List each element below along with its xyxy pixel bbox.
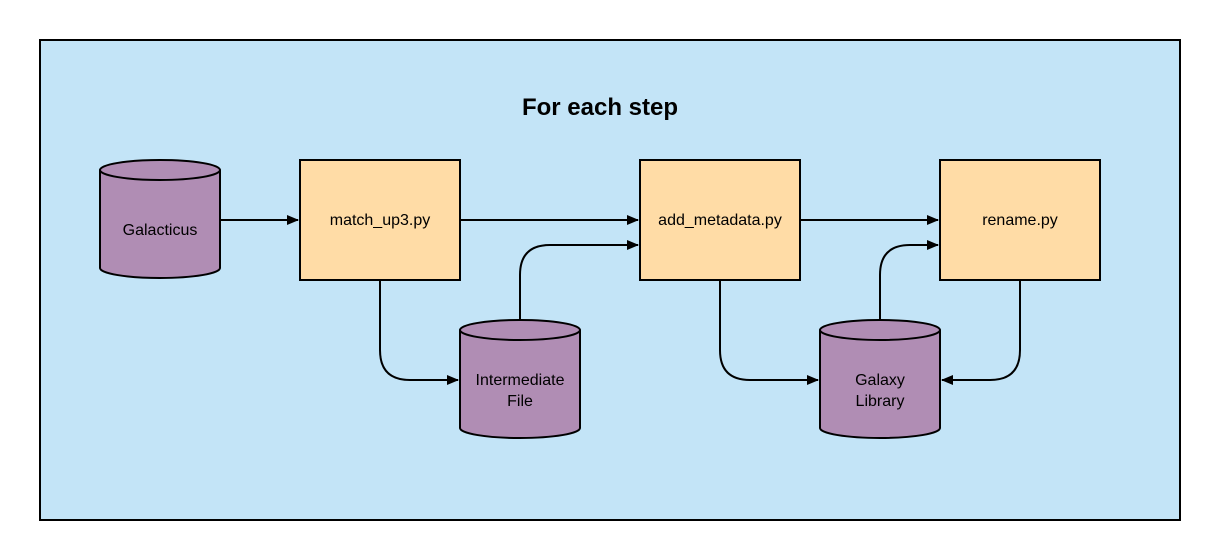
- galacticus-cylinder-top: [99, 159, 221, 181]
- intermediate-label-line2: File: [507, 393, 533, 410]
- match-up3-label: match_up3.py: [330, 212, 431, 229]
- add-metadata-label: add_metadata.py: [658, 212, 782, 229]
- rename-box: [939, 159, 1101, 281]
- diagram-title: For each step: [522, 94, 678, 121]
- edge-add-metadata-to-galaxy-library: [719, 280, 819, 385]
- match-up3-process: match_up3.py: [299, 159, 461, 281]
- edge-match-up3-to-intermediate: [379, 280, 459, 385]
- galaxy-library-label-line1: Galaxy: [855, 372, 905, 389]
- galaxy-library-cylinder-body: [819, 330, 941, 439]
- intermediate-file-datastore: Intermediate File: [459, 319, 581, 439]
- add-metadata-box: [639, 159, 801, 281]
- galacticus-cylinder-body: [99, 170, 221, 279]
- edge-intermediate-to-add-metadata: [519, 240, 639, 320]
- intermediate-cylinder-body: [459, 330, 581, 439]
- galaxy-library-cylinder-top: [819, 319, 941, 341]
- edge-galaxy-library-to-rename: [879, 240, 939, 320]
- intermediate-label-line1: Intermediate: [476, 372, 565, 389]
- match-up3-box: [299, 159, 461, 281]
- galaxy-library-label-line2: Library: [856, 393, 905, 410]
- galacticus-datastore: Galacticus: [99, 159, 221, 279]
- add-metadata-process: add_metadata.py: [639, 159, 801, 281]
- rename-label: rename.py: [982, 212, 1058, 229]
- galaxy-library-datastore: Galaxy Library: [819, 319, 941, 439]
- intermediate-cylinder-top: [459, 319, 581, 341]
- edges: [220, 215, 1021, 385]
- edge-rename-to-galaxy-library: [941, 280, 1021, 385]
- galacticus-label: Galacticus: [123, 222, 198, 239]
- rename-process: rename.py: [939, 159, 1101, 281]
